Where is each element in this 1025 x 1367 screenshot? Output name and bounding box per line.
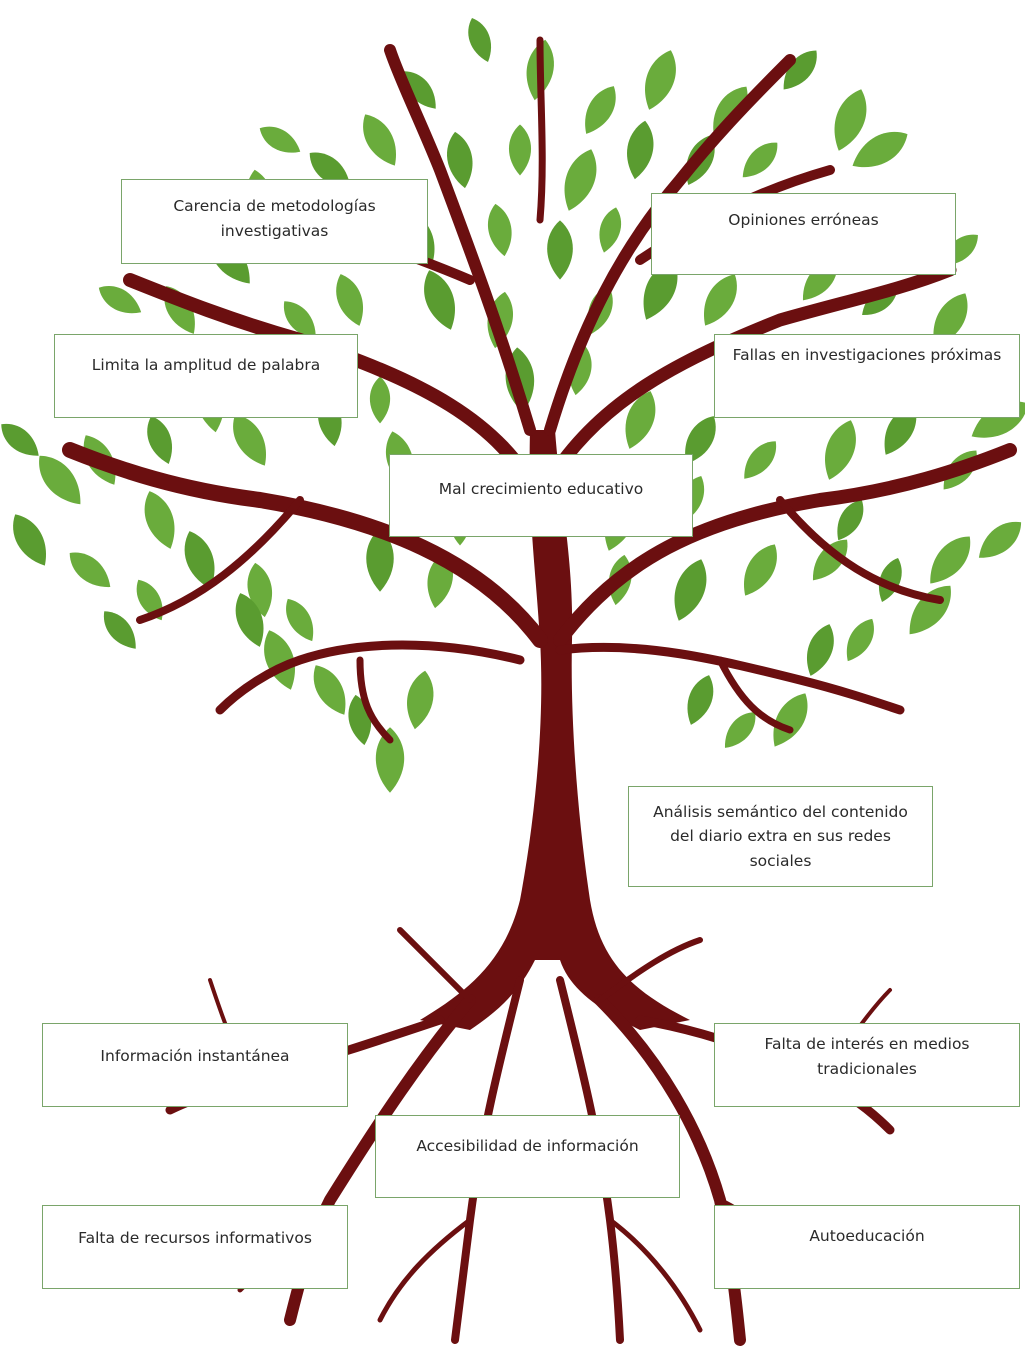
branch xyxy=(544,54,796,436)
branch xyxy=(543,263,957,487)
leaf xyxy=(773,693,808,747)
leaf xyxy=(286,598,314,642)
cause-label: Falta de interés en medios tradicionales xyxy=(764,1035,970,1078)
leaf xyxy=(744,441,777,479)
leaf xyxy=(742,142,778,178)
cause-label: Autoeducación xyxy=(809,1227,925,1245)
cause-label: Accesibilidad de información xyxy=(416,1137,639,1155)
leaf xyxy=(233,414,266,466)
effect-label: Carencia de metodologías investigativas xyxy=(173,197,376,240)
leaf xyxy=(144,491,175,549)
leaf xyxy=(468,18,492,62)
leaf xyxy=(852,131,908,168)
cause-label: Información instantánea xyxy=(100,1047,290,1065)
leaf xyxy=(599,207,622,253)
leaf xyxy=(704,274,737,326)
leaf xyxy=(909,585,951,635)
leaf xyxy=(447,131,473,189)
leaf xyxy=(13,514,46,566)
leaf xyxy=(103,611,136,649)
leaf xyxy=(235,593,264,647)
leaf xyxy=(259,126,301,153)
branch xyxy=(536,36,546,224)
cause-box-falta-interes: Falta de interés en medios tradicionales xyxy=(714,1023,1020,1107)
leaf xyxy=(1,423,39,456)
cause-box-informacion-instantanea: Información instantánea xyxy=(42,1023,348,1107)
branch xyxy=(356,656,394,744)
leaf xyxy=(147,416,173,464)
cause-box-accesibilidad: Accesibilidad de información xyxy=(375,1115,680,1198)
branch xyxy=(62,442,548,648)
leaf xyxy=(39,455,81,505)
leaf xyxy=(627,120,654,180)
leaf xyxy=(407,670,434,730)
branch xyxy=(776,496,944,604)
leaf xyxy=(807,624,834,676)
trunk xyxy=(420,430,690,1030)
effect-box-fallas-investigaciones: Fallas en investigaciones próximas xyxy=(714,334,1020,418)
leaf xyxy=(424,270,455,330)
leaf xyxy=(98,286,142,314)
leaf xyxy=(363,114,396,166)
leaf xyxy=(585,86,616,134)
leaf xyxy=(264,630,295,690)
leaf xyxy=(685,416,716,464)
leaf xyxy=(369,376,391,424)
leaf xyxy=(283,301,316,339)
leaf xyxy=(878,558,902,602)
leaf xyxy=(825,420,856,480)
central-problem-label: Análisis semántico del contenido del dia… xyxy=(653,803,908,870)
cause-box-falta-recursos: Falta de recursos informativos xyxy=(42,1205,348,1289)
leaf xyxy=(846,618,874,662)
effect-box-limita-amplitud: Limita la amplitud de palabra xyxy=(54,334,358,418)
leaf xyxy=(69,552,111,588)
branch xyxy=(555,642,905,715)
leaf xyxy=(674,559,707,621)
effect-box-opiniones-erroneas: Opiniones erróneas xyxy=(651,193,956,275)
effect-label: Fallas en investigaciones próximas xyxy=(732,346,1002,364)
leaf xyxy=(184,531,215,589)
leaf xyxy=(834,89,867,151)
branch xyxy=(716,656,794,734)
leaf xyxy=(837,499,864,541)
leaf xyxy=(564,149,597,211)
leaf xyxy=(309,152,351,188)
effect-label: Opiniones erróneas xyxy=(728,211,879,229)
root xyxy=(377,1217,473,1323)
leaf xyxy=(687,675,714,725)
root xyxy=(607,1217,703,1333)
central-problem-box: Análisis semántico del contenido del dia… xyxy=(628,786,933,887)
leaf xyxy=(403,71,436,109)
branch xyxy=(215,640,525,715)
leaf xyxy=(713,86,748,134)
leaf xyxy=(744,544,777,596)
leaf xyxy=(724,712,756,748)
cause-box-autoeducacion: Autoeducación xyxy=(714,1205,1020,1289)
root xyxy=(597,937,703,1003)
leaf xyxy=(933,293,968,347)
leaf xyxy=(930,536,971,584)
leaf xyxy=(508,124,532,176)
leaf xyxy=(366,528,394,592)
branch xyxy=(136,496,304,624)
leaf xyxy=(375,727,405,793)
leaf xyxy=(547,220,573,280)
cause-label: Falta de recursos informativos xyxy=(78,1229,312,1247)
leaf xyxy=(812,539,848,581)
leaf xyxy=(313,665,346,715)
leaf xyxy=(643,260,678,320)
leaf xyxy=(645,50,676,110)
branch xyxy=(553,443,1017,647)
leaf xyxy=(336,274,363,326)
effect-label: Mal crecimiento educativo xyxy=(438,480,644,498)
effect-box-carencia-metodologias: Carencia de metodologías investigativas xyxy=(121,179,428,264)
leaf xyxy=(625,391,656,449)
leaf xyxy=(978,521,1022,558)
effect-label: Limita la amplitud de palabra xyxy=(91,356,321,374)
effect-box-mal-crecimiento: Mal crecimiento educativo xyxy=(389,454,693,537)
leaf xyxy=(487,203,512,257)
branch xyxy=(384,44,536,436)
root xyxy=(397,927,473,1003)
leaf xyxy=(783,50,817,90)
